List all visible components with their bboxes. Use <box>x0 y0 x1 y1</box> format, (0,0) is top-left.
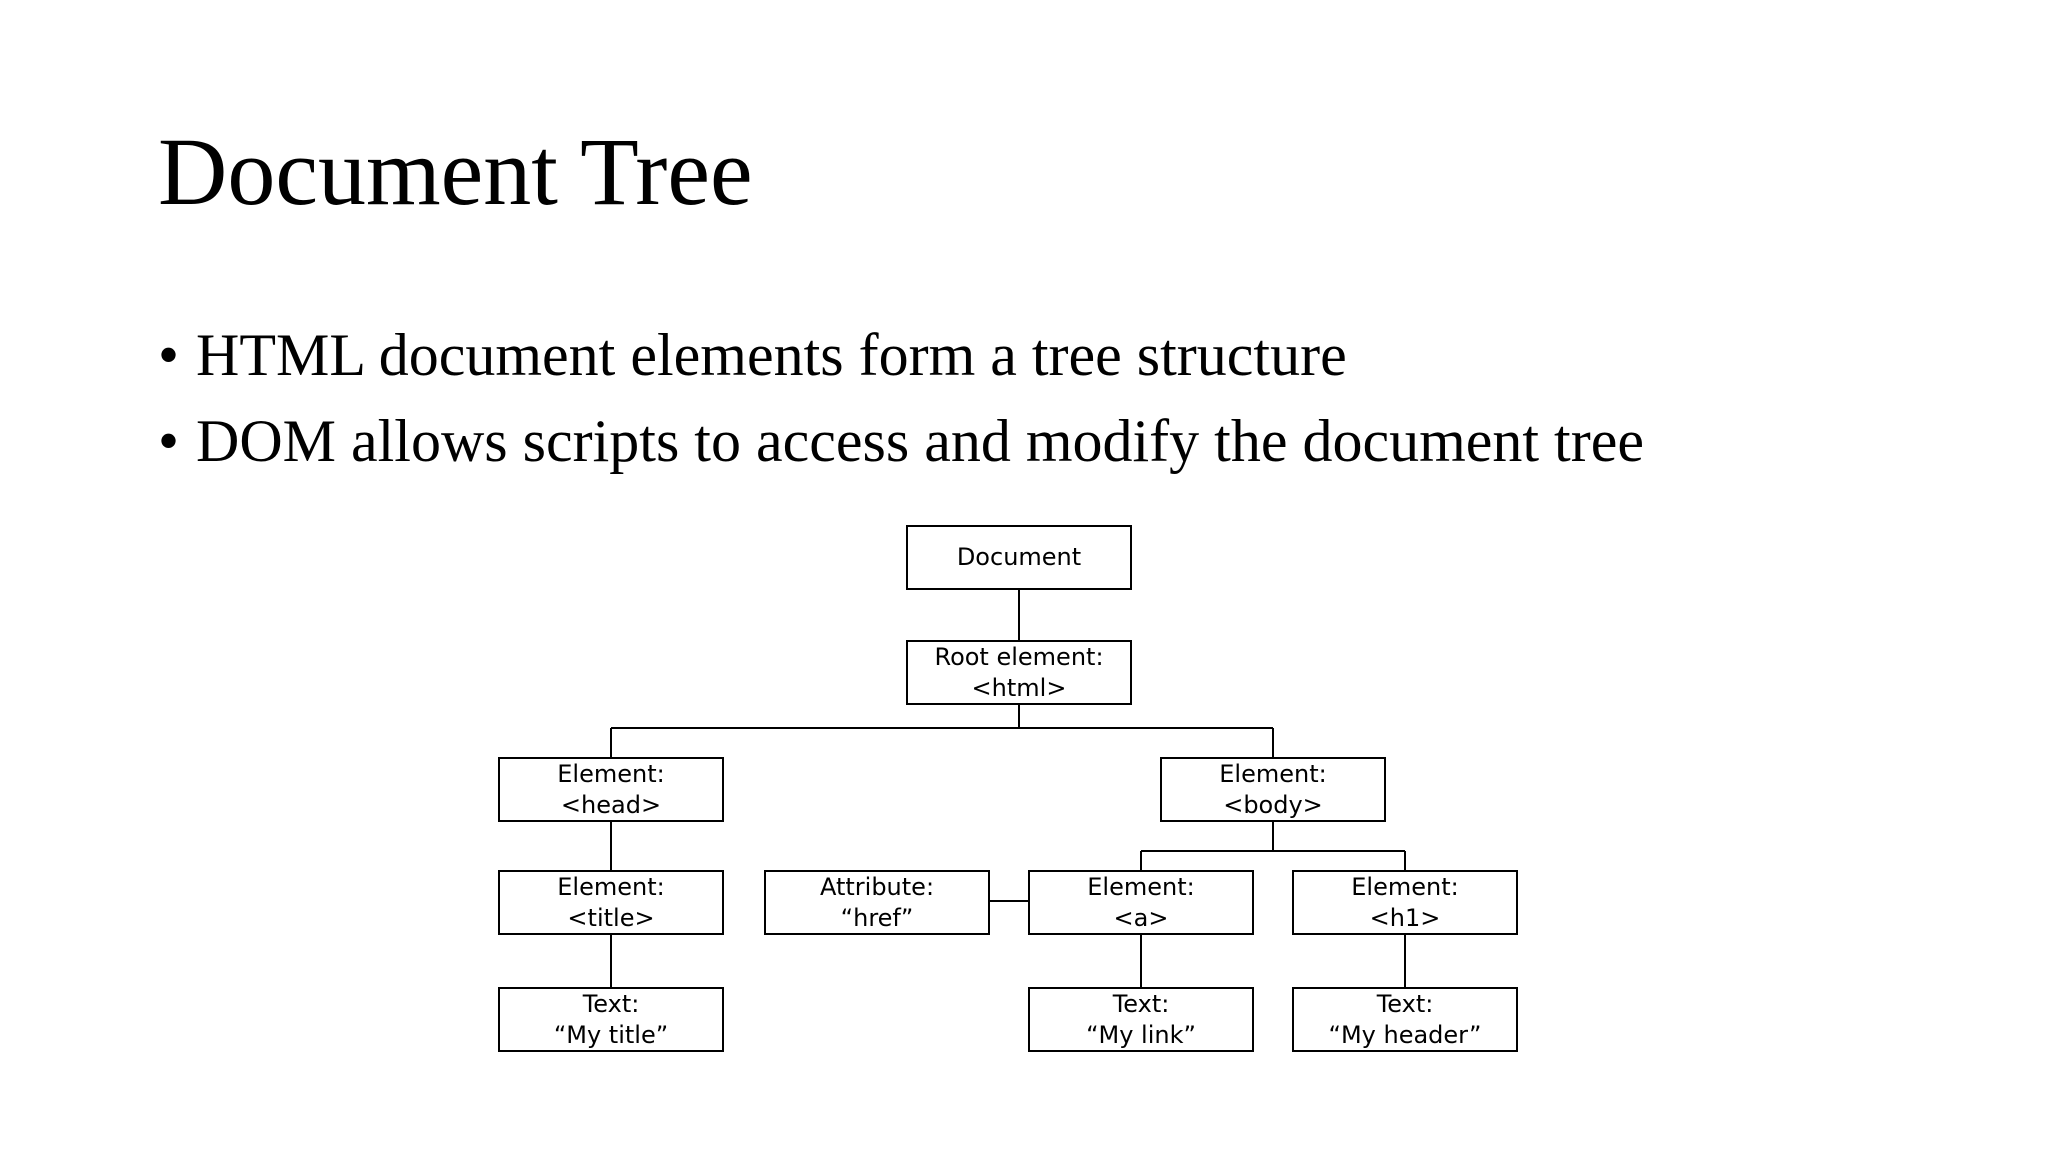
node-label: Element: <box>557 872 665 901</box>
node-text-link: Text: “My link” <box>1028 987 1254 1052</box>
node-label: Document <box>956 543 1082 571</box>
bullet-list: • HTML document elements form a tree str… <box>158 312 1644 484</box>
node-tag: “href” <box>840 903 914 932</box>
node-tag: <a> <box>1113 903 1169 932</box>
node-document: Document <box>906 525 1132 590</box>
bullet-item: • DOM allows scripts to access and modif… <box>158 398 1644 484</box>
node-text-header: Text: “My header” <box>1292 987 1518 1052</box>
slide-title: Document Tree <box>158 118 753 225</box>
node-label: Attribute: <box>819 872 935 901</box>
node-tag: <html> <box>971 673 1067 702</box>
node-head: Element: <head> <box>498 757 724 822</box>
node-tag: <head> <box>560 790 662 819</box>
bullet-text: DOM allows scripts to access and modify … <box>196 408 1644 474</box>
bullet-marker: • <box>158 322 180 388</box>
bullet-marker: • <box>158 408 180 474</box>
node-label: Text: <box>1112 989 1170 1018</box>
node-label: Element: <box>1219 759 1327 788</box>
node-a: Element: <a> <box>1028 870 1254 935</box>
node-label: Text: <box>582 989 640 1018</box>
node-tag: <h1> <box>1369 903 1441 932</box>
node-title: Element: <title> <box>498 870 724 935</box>
bullet-item: • HTML document elements form a tree str… <box>158 312 1644 398</box>
node-label: Element: <box>1087 872 1195 901</box>
node-tag: <body> <box>1223 790 1323 819</box>
node-text-value: “My title” <box>553 1020 669 1049</box>
node-text-value: “My link” <box>1086 1020 1196 1049</box>
node-root-element: Root element: <html> <box>906 640 1132 705</box>
node-label: Element: <box>1351 872 1459 901</box>
bullet-text: HTML document elements form a tree struc… <box>196 322 1347 388</box>
node-text-title: Text: “My title” <box>498 987 724 1052</box>
node-label: Element: <box>557 759 665 788</box>
node-h1: Element: <h1> <box>1292 870 1518 935</box>
node-attribute-href: Attribute: “href” <box>764 870 990 935</box>
node-tag: <title> <box>567 903 655 932</box>
node-text-value: “My header” <box>1328 1020 1482 1049</box>
node-label: Text: <box>1376 989 1434 1018</box>
node-label: Root element: <box>934 642 1104 671</box>
node-body: Element: <body> <box>1160 757 1386 822</box>
